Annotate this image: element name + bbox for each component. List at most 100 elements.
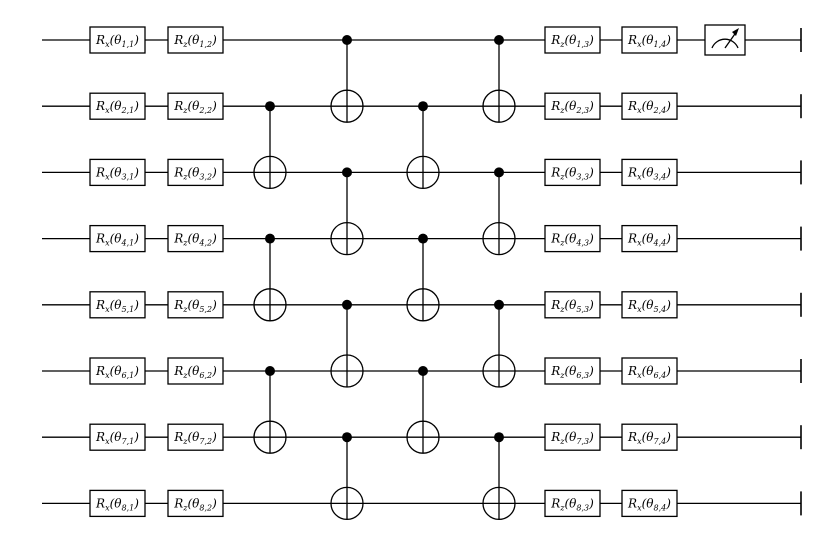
gate-box <box>544 224 601 253</box>
gate-box <box>89 158 146 187</box>
gate-box <box>621 423 678 451</box>
rx-gate-q7-c1: Rx(θ7,1) <box>89 423 146 451</box>
control-dot-icon <box>418 233 428 244</box>
control-dot-icon <box>342 35 352 45</box>
control-dot-icon <box>494 432 504 443</box>
gate-label: Rx(θ2,4) <box>627 99 671 115</box>
gate-label: Rx(θ4,4) <box>627 232 671 248</box>
control-dot-icon <box>265 366 275 376</box>
gate-box <box>89 291 146 319</box>
rz-gate-q8-c2: Rz(θ8,2) <box>167 489 224 518</box>
measurement-box <box>704 24 746 56</box>
rx-gate-q1-c1: Rx(θ1,1) <box>89 26 146 54</box>
gate-box <box>621 224 678 253</box>
rx-gate-q2-c1: Rx(θ2,1) <box>89 92 146 120</box>
rz-gate-q2-c3: Rz(θ2,3) <box>544 92 601 120</box>
gate-label: Rx(θ6,4) <box>627 364 671 380</box>
meter-icon <box>711 38 739 49</box>
gate-box <box>89 357 146 385</box>
rz-gate-q3-c2: Rz(θ3,2) <box>167 158 224 187</box>
rz-gate-q8-c3: Rz(θ8,3) <box>544 489 601 518</box>
gate-label: Rz(θ5,3) <box>550 298 594 314</box>
rz-gate-q4-c3: Rz(θ4,3) <box>544 224 601 253</box>
gate-label: Rz(θ8,2) <box>173 496 217 512</box>
measurement-q1 <box>704 24 746 56</box>
cnot-q5-q6 <box>330 299 364 388</box>
control-dot-icon <box>494 35 504 45</box>
gate-box <box>544 357 601 385</box>
gate-box <box>167 158 224 187</box>
gate-label: Rz(θ7,2) <box>173 430 217 446</box>
cnot-q5-q6 <box>482 299 516 388</box>
gate-box <box>621 26 678 54</box>
gate-label: Rx(θ4,1) <box>95 232 139 248</box>
rotation-gates: Rx(θ1,1) Rx(θ2,1) Rx(θ3,1) Rx(θ4,1) Rx(θ5,1)… <box>89 26 678 518</box>
cnot-q6-q7 <box>253 366 287 454</box>
gate-box <box>167 224 224 253</box>
control-dot-icon <box>342 432 352 443</box>
gate-box <box>167 423 224 451</box>
rz-gate-q1-c3: Rz(θ1,3) <box>544 26 601 54</box>
rx-gate-q6-c1: Rx(θ6,1) <box>89 357 146 385</box>
cnot-q4-q5 <box>253 233 287 322</box>
gate-label: Rx(θ5,1) <box>95 298 139 314</box>
rx-gate-q3-c4: Rx(θ3,4) <box>621 158 678 187</box>
gate-label: Rz(θ4,2) <box>173 232 217 248</box>
gate-label: Rz(θ1,2) <box>173 33 217 49</box>
control-dot-icon <box>342 299 352 310</box>
control-dot-icon <box>418 366 428 376</box>
gate-box <box>167 291 224 319</box>
rz-gate-q2-c2: Rz(θ2,2) <box>167 92 224 120</box>
gate-label: Rz(θ8,3) <box>550 496 594 512</box>
cnot-q1-q2 <box>330 35 364 123</box>
gate-label: Rx(θ8,1) <box>95 496 139 512</box>
measurement-and-barriers <box>704 24 802 516</box>
rz-gate-q6-c3: Rz(θ6,3) <box>544 357 601 385</box>
control-dot-icon <box>342 167 352 178</box>
gate-box <box>89 423 146 451</box>
cnot-q2-q3 <box>406 101 440 190</box>
gate-box <box>621 158 678 187</box>
gate-label: Rz(θ1,3) <box>550 33 594 49</box>
gate-box <box>621 489 678 518</box>
gate-box <box>167 92 224 120</box>
rx-gate-q3-c1: Rx(θ3,1) <box>89 158 146 187</box>
rz-gate-q7-c2: Rz(θ7,2) <box>167 423 224 451</box>
gate-label: Rx(θ7,4) <box>627 430 671 446</box>
rx-gate-q4-c4: Rx(θ4,4) <box>621 224 678 253</box>
gate-box <box>167 489 224 518</box>
cnot-gates <box>253 35 516 521</box>
gate-label: Rz(θ3,3) <box>550 165 594 181</box>
rz-gate-q1-c2: Rz(θ1,2) <box>167 26 224 54</box>
gate-box <box>167 26 224 54</box>
rx-gate-q4-c1: Rx(θ4,1) <box>89 224 146 253</box>
cnot-q6-q7 <box>406 366 440 454</box>
gate-box <box>544 489 601 518</box>
gate-box <box>544 423 601 451</box>
gate-label: Rx(θ3,4) <box>627 165 671 181</box>
rz-gate-q3-c3: Rz(θ3,3) <box>544 158 601 187</box>
cnot-q2-q3 <box>253 101 287 190</box>
gate-label: Rz(θ2,3) <box>550 99 594 115</box>
gate-box <box>544 26 601 54</box>
rx-gate-q5-c4: Rx(θ5,4) <box>621 291 678 319</box>
gate-box <box>89 489 146 518</box>
gate-label: Rz(θ3,2) <box>173 165 217 181</box>
cnot-q7-q8 <box>482 432 516 521</box>
gate-box <box>621 291 678 319</box>
gate-label: Rz(θ4,3) <box>550 232 594 248</box>
meter-arrowhead <box>732 28 739 36</box>
cnot-q4-q5 <box>406 233 440 322</box>
gate-box <box>544 291 601 319</box>
rz-gate-q5-c3: Rz(θ5,3) <box>544 291 601 319</box>
gate-box <box>89 92 146 120</box>
gate-label: Rz(θ6,3) <box>550 364 594 380</box>
gate-label: Rx(θ8,4) <box>627 496 671 512</box>
cnot-q7-q8 <box>330 432 364 521</box>
gate-label: Rx(θ1,1) <box>95 33 139 49</box>
control-dot-icon <box>265 233 275 244</box>
rz-gate-q5-c2: Rz(θ5,2) <box>167 291 224 319</box>
control-dot-icon <box>265 101 275 112</box>
gate-box <box>167 357 224 385</box>
